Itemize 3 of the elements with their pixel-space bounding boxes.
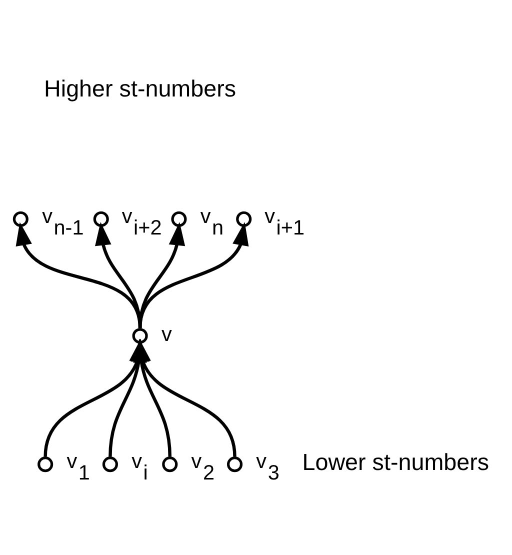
node-label: v: [160, 322, 172, 346]
label: Lower st-numbers: [302, 449, 489, 476]
label: Higher st-numbers: [44, 75, 236, 102]
